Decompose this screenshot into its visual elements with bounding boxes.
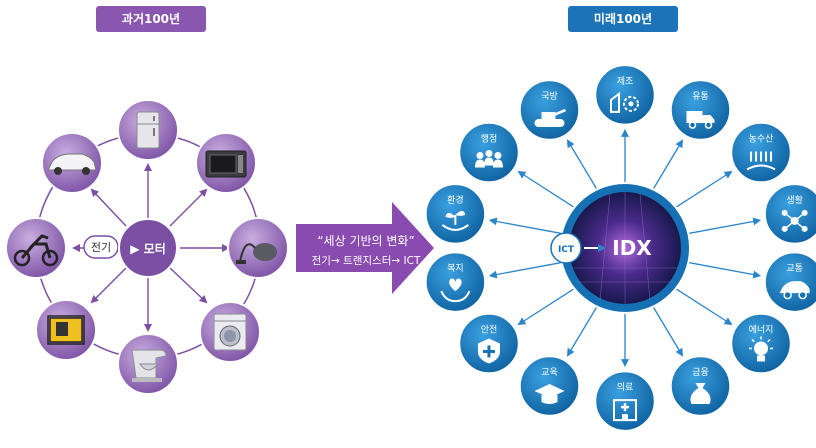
motor-label: ▶ 모터 (130, 241, 166, 256)
arrow-finance (653, 307, 684, 357)
node-welfare: 복지 (424, 250, 487, 314)
node-label-defense: 국방 (541, 91, 558, 102)
stand-mixer-icon (131, 349, 167, 382)
arrow-administration (517, 170, 574, 208)
node-agriculture: 농수산 (729, 121, 793, 184)
network-people-icon (781, 209, 808, 232)
factory-gear-icon (610, 91, 639, 113)
node-label-distribution: 유통 (692, 91, 709, 102)
arrow-welfare (488, 262, 561, 279)
node-label-energy: 에너지 (749, 325, 774, 336)
refrigerator-icon (136, 111, 160, 149)
vacuum-cleaner-icon (236, 243, 277, 264)
arrow-transport (689, 262, 762, 279)
hub-left-label: ICT (558, 245, 575, 255)
node-label-safety: 안전 (481, 325, 498, 336)
node-car (41, 132, 103, 194)
node-energy: 에너지 (729, 312, 793, 375)
node-stand-mixer (117, 333, 179, 395)
shield-plus-icon (477, 338, 500, 364)
node-label-administration: 행정 (481, 133, 498, 145)
node-microwave (195, 132, 257, 194)
node-circle (518, 78, 581, 142)
transition-sub: 전기→ 트랜지스터→ ICT (312, 255, 421, 267)
motor-core: ▶ 모터 (118, 218, 178, 278)
node-living: 생활 (763, 182, 816, 246)
node-safety: 안전 (457, 312, 521, 375)
car-icon (47, 153, 97, 175)
node-vacuum-cleaner (227, 217, 289, 279)
node-transport: 교통 (763, 250, 816, 314)
arrow-energy (676, 288, 733, 326)
node-circle (669, 78, 732, 142)
people-group-icon (474, 150, 503, 168)
tank-icon (534, 108, 566, 128)
arrow-safety (517, 288, 574, 326)
node-label-transport: 교통 (786, 263, 803, 274)
node-label-agriculture: 농수산 (749, 134, 774, 145)
node-administration: 행정 (457, 121, 521, 184)
arrow-agriculture (676, 170, 733, 208)
transition-quote: “세상 기반의 변화” (317, 234, 414, 248)
arrow-education (566, 307, 597, 357)
node-environment: 환경 (424, 182, 487, 246)
car-icon (779, 281, 810, 300)
node-manufacturing: 제조 (593, 63, 657, 127)
left-title: 과거100년 (121, 12, 181, 26)
node-circle (593, 63, 657, 127)
source-label: 전기 (91, 241, 111, 254)
arrow-distribution (653, 139, 684, 189)
node-label-manufacturing: 제조 (617, 76, 634, 87)
node-education: 교육 (518, 354, 581, 418)
hand-heart-icon (440, 278, 471, 303)
node-generator (35, 299, 97, 361)
node-motorcycle (5, 217, 67, 279)
node-label-education: 교육 (541, 367, 558, 378)
node-label-living: 생활 (786, 194, 803, 206)
node-finance: 금융 (669, 354, 732, 418)
idx-hub: ICT IDX (550, 184, 689, 312)
delivery-truck-icon (686, 111, 715, 129)
node-label-medical: 의료 (617, 382, 634, 393)
node-medical: 의료 (593, 369, 657, 433)
node-distribution: 유통 (669, 78, 732, 142)
node-label-welfare: 복지 (447, 263, 464, 274)
arrow-environment (488, 217, 561, 234)
node-circle (424, 182, 487, 246)
right-title: 미래100년 (593, 12, 653, 26)
node-label-finance: 금융 (692, 367, 709, 378)
hospital-icon (613, 399, 637, 422)
node-defense: 국방 (518, 78, 581, 142)
right-arrows (488, 128, 762, 368)
ict-badge: ICT (550, 232, 582, 264)
right-title-badge: 미래100년 (568, 6, 678, 32)
generator-icon (47, 315, 85, 345)
graduation-cap-icon (534, 383, 565, 404)
node-circle (763, 182, 816, 246)
motorcycle-icon (13, 234, 59, 267)
arrow-defense (566, 139, 597, 189)
hub-right-label: IDX (612, 236, 652, 260)
arrow-living (689, 217, 762, 234)
crops-icon (746, 151, 776, 171)
node-label-environment: 환경 (447, 194, 464, 206)
lightbulb-icon (749, 336, 774, 362)
source-electricity: 전기 (83, 235, 119, 259)
node-refrigerator (117, 99, 179, 161)
node-washing-machine (199, 301, 261, 363)
plant-hand-icon (441, 210, 469, 231)
money-bag-icon (690, 382, 711, 404)
transition-arrow: “세상 기반의 변화” 전기→ 트랜지스터→ ICT (296, 202, 434, 294)
microwave-icon (205, 150, 247, 178)
left-title-badge: 과거100년 (96, 6, 206, 32)
washing-machine-icon (213, 313, 247, 351)
